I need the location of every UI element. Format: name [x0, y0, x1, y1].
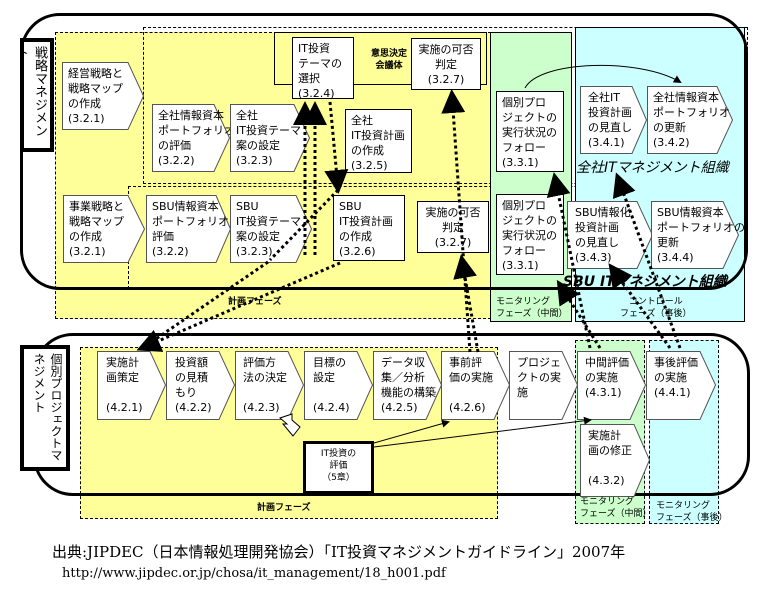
arrow-431-to-331-company [546, 172, 592, 349]
project-plan-phase-label: 計画フェーズ [257, 503, 311, 513]
step-3-3-1-sbu-box[interactable]: 個別プロ ジェクトの 実行状況の フォロー (3.3.1) [496, 194, 564, 275]
pentagon-arrow-shape [373, 351, 442, 420]
step-3-2-2-sbu[interactable]: SBU情報資本 ポートフォリオの 評価 (3.2.2) [146, 195, 240, 263]
step-4-2-3[interactable]: 評価方 法の決定 (4.2.3) [235, 351, 304, 420]
source-url[interactable]: http://www.jipdec.or.jp/chosa/it_managem… [62, 566, 446, 581]
pentagon-arrow-shape [304, 351, 373, 420]
step-3-4-4[interactable]: SBU情報資本 ポートフォリオの 更新 (3.4.4) [651, 201, 745, 269]
pentagon-arrow-shape [441, 351, 510, 420]
pentagon-arrow-shape [651, 201, 739, 269]
strategy-monitor-phase-label: モニタリング フェーズ（中間） [496, 297, 568, 319]
project-management-label: 個別プロジェクトマネジメント [20, 345, 70, 471]
step-3-3-1-company-box[interactable]: 個別プロ ジェクトの 実行状況の フォロー (3.3.1) [496, 91, 564, 172]
pentagon-arrow-shape [230, 195, 312, 263]
step-3-4-1[interactable]: 全社IT 投資計画 の見直し (3.4.1) [580, 86, 647, 154]
strategy-management-label: 戦略マネジメント [13, 38, 54, 152]
arrow-eval-to-431 [373, 416, 592, 448]
arrow-441-to-341 [612, 172, 682, 349]
step-project-execution[interactable]: プロジェ クトの実 施 [509, 351, 578, 420]
pentagon-arrow-shape [509, 351, 578, 420]
arrow-426-to-327-company [441, 89, 472, 353]
company-it-management-org-label: 全社ITマネジメント組織 [576, 160, 729, 176]
pentagon-arrow-shape [646, 351, 716, 420]
pentagon-arrow-shape [152, 104, 230, 172]
pentagon-arrow-shape [62, 62, 144, 130]
step-3-2-1-sbu[interactable]: 事業戦略と 戦略マップ の作成 (3.2.1) [63, 195, 145, 263]
step-4-4-1[interactable]: 事後評価 の実施 (4.4.1) [646, 351, 716, 420]
pentagon-arrow-shape [580, 424, 650, 497]
decision-body-label: 意思決定 会議体 [370, 49, 407, 71]
step-4-2-4[interactable]: 目標の 設定 (4.2.4) [304, 351, 373, 420]
project-monitor-post-label: モニタリング フェーズ（事後） [656, 501, 728, 523]
step-4-2-6[interactable]: 事前評 価の実施 (4.2.6) [441, 351, 510, 420]
step-3-2-3-company[interactable]: 全社 IT投資テーマ 案の設定 (3.2.3) [230, 104, 310, 172]
strategy-plan-phase-label: 計画フェーズ [228, 297, 282, 307]
pentagon-arrow-shape [577, 351, 646, 420]
pentagon-arrow-shape [230, 104, 310, 172]
hollow-arrow-to-423 [279, 413, 301, 437]
arrow-441-to-343 [608, 263, 672, 349]
arrow-eval-to-426 [373, 419, 450, 444]
sbu-it-management-org-label: SBU ITマネジメント組織 [563, 274, 727, 290]
pentagon-arrow-shape [235, 351, 304, 420]
pentagon-arrow-shape [647, 86, 733, 154]
step-3-2-7-sbu-box[interactable]: 実施の可否 判定 (3.2.7) [417, 201, 489, 253]
arrow-326-to-421 [136, 261, 341, 352]
step-4-3-2[interactable]: 実施計 画の修正 (4.3.2) [580, 424, 650, 497]
arrow-326-to-323sbu [268, 188, 340, 262]
step-3-2-4-box[interactable]: IT投資 テーマの 選択 (3.2.4) [292, 37, 354, 100]
step-3-2-1-company[interactable]: 経営戦略と 戦略マップ の作成 (3.2.1) [62, 62, 144, 130]
step-3-2-5-box[interactable]: 全社 IT投資計画 の作成 (3.2.5) [345, 109, 412, 173]
step-3-2-2-company[interactable]: 全社情報資本 ポートフォリオ の評価 (3.2.2) [152, 104, 235, 172]
arrow-431-to-331-sbu [556, 279, 602, 349]
it-investment-evaluation-box[interactable]: IT投資の 評価 （5章） [303, 441, 374, 494]
pentagon-arrow-shape [146, 195, 231, 263]
pentagon-arrow-shape [63, 195, 145, 263]
strategy-control-phase-label: コントロール フェーズ（事後） [620, 297, 692, 319]
project-monitor-mid-label: モニタリング フェーズ（中間） [580, 497, 652, 519]
step-3-4-2[interactable]: 全社情報資本 ポートフォリオ の更新 (3.4.2) [647, 86, 733, 154]
step-4-2-2[interactable]: 投資額 の見積 もり (4.2.2) [166, 351, 235, 420]
pentagon-arrow-shape [166, 351, 235, 420]
arrow-324-to-326 [324, 101, 349, 194]
step-3-2-6-box[interactable]: SBU IT投資計画 の作成 (3.2.6) [333, 195, 405, 261]
step-4-3-1[interactable]: 中間評価 の実施 (4.3.1) [577, 351, 646, 420]
step-4-2-5[interactable]: データ収 集／分析 機能の構築 (4.2.5) [373, 351, 442, 420]
arrow-follow-to-update [524, 64, 682, 89]
step-4-2-1[interactable]: 実施計 画策定 (4.2.1) [97, 351, 166, 420]
pentagon-arrow-shape [580, 86, 647, 154]
step-3-2-3-sbu[interactable]: SBU IT投資テーマ 案の設定 (3.2.3) [230, 195, 312, 263]
source-citation: 出典:JIPDEC（日本情報処理開発協会）「IT投資マネジメントガイドライン」2… [52, 543, 626, 561]
